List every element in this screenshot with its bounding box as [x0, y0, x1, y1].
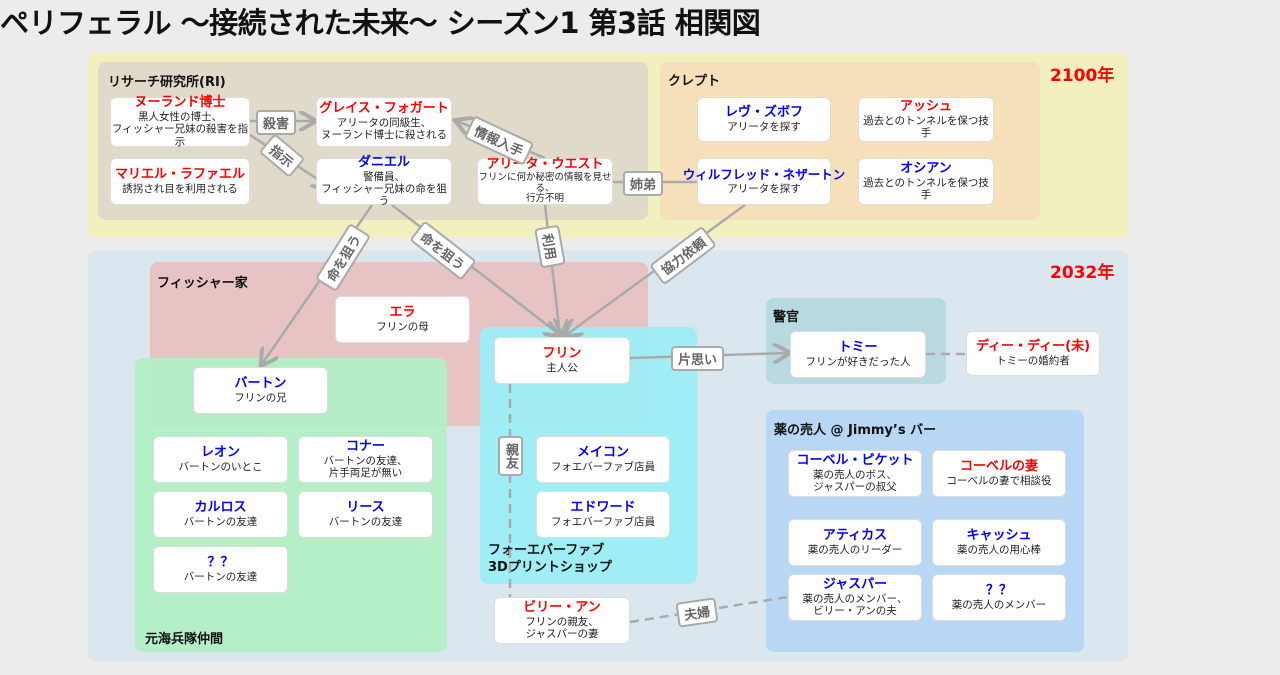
- person-daniel[interactable]: ダニエル警備員、 フィッシャー兄妹の命を狙う: [316, 154, 452, 207]
- person-name: レオン: [200, 445, 240, 460]
- person-name: エラ: [389, 305, 416, 320]
- person-name: ディー・ディー(未): [975, 339, 1091, 354]
- relation-label-crush: 片思い: [671, 346, 725, 371]
- person-name: バートン: [234, 376, 287, 391]
- person-desc: バートンのいとこ: [178, 460, 263, 473]
- person-desc: 主人公: [546, 361, 578, 374]
- person-burton[interactable]: バートンフリンの兄: [193, 367, 328, 414]
- person-grace[interactable]: グレイス・フォガートアリータの同級生、 ヌーランド博士に殺される: [316, 97, 452, 147]
- person-desc: 薬の売人のリーダー: [807, 543, 903, 556]
- person-desc: バートンの友達、 片手両足が無い: [323, 454, 408, 479]
- person-conner[interactable]: コナーバートンの友達、 片手両足が無い: [298, 436, 433, 483]
- person-name: メイコン: [576, 445, 629, 460]
- person-name: コナー: [345, 438, 385, 454]
- line-use: [543, 204, 560, 335]
- person-billy-ann[interactable]: ビリー・アンフリンの親友、 ジャスパーの妻: [494, 597, 630, 644]
- person-name: レヴ・ズボフ: [724, 105, 803, 120]
- person-name: キャッシュ: [966, 528, 1032, 543]
- person-name: トミー: [838, 340, 878, 355]
- person-name: カルロス: [194, 500, 247, 515]
- person-desc: 薬の売人のメンバー、 ビリー・アンの夫: [802, 592, 908, 617]
- person-macon[interactable]: メイコンフォエバーファブ店員: [536, 436, 670, 483]
- person-desc: 薬の売人のメンバー: [951, 598, 1047, 611]
- person-desc: 薬の売人の用心棒: [957, 543, 1041, 556]
- person-desc: 薬の売人のボス、 ジャスパーの叔父: [813, 468, 897, 493]
- person-name: ？？: [207, 555, 234, 570]
- group-label-klept: クレプト: [668, 74, 721, 89]
- person-ella[interactable]: エラフリンの母: [335, 296, 470, 343]
- person-desc: 誘拐され目を利用される: [122, 182, 238, 195]
- person-tommy[interactable]: トミーフリンが好きだった人: [790, 331, 926, 378]
- person-name: アリータ・ウエスト: [486, 156, 604, 172]
- person-desc: 過去とのトンネルを保つ技手: [863, 114, 989, 139]
- person-reece[interactable]: リースバートンの友達: [298, 491, 433, 538]
- person-desc: フリンの母: [376, 320, 429, 333]
- person-desc: フォエバーファブ店員: [550, 515, 656, 528]
- person-lev[interactable]: レヴ・ズボフアリータを探す: [697, 97, 831, 142]
- person-desc: アリータの同級生、 ヌーランド博士に殺される: [321, 117, 447, 142]
- person-desc: フォエバーファブ店員: [550, 460, 656, 473]
- person-desc: フリンの兄: [234, 391, 287, 404]
- person-desc: トミーの婚約者: [996, 354, 1070, 367]
- person-name: マリエル・ラファエル: [114, 167, 245, 182]
- person-corbell[interactable]: コーベル・ピケット薬の売人のボス、 ジャスパーの叔父: [788, 450, 922, 497]
- person-name: ？？: [985, 583, 1012, 598]
- person-name: コーベルの妻: [959, 459, 1038, 474]
- person-name: グレイス・フォガート: [319, 101, 449, 117]
- person-aelita[interactable]: アリータ・ウエストフリンに何か秘密の情報を見せる、 行方不明: [477, 156, 613, 205]
- person-name: フリン: [542, 346, 582, 361]
- person-cash[interactable]: キャッシュ薬の売人の用心棒: [932, 519, 1066, 566]
- person-flynne[interactable]: フリン主人公: [494, 337, 630, 384]
- year-2100: 2100年: [1050, 66, 1115, 86]
- person-desc: アリータを探す: [727, 120, 801, 133]
- group-label-ri: リサーチ研究所(RI): [108, 75, 226, 90]
- group-label-forever: フォーエバーファブ 3Dプリントショップ: [488, 543, 612, 575]
- person-desc: バートンの友達: [183, 515, 258, 528]
- person-desc: コーベルの妻で相談役: [946, 474, 1052, 487]
- relation-label-bestfriend: 親友: [498, 436, 523, 476]
- person-muriel[interactable]: マリエル・ラファエル誘拐され目を利用される: [110, 158, 250, 205]
- person-wilf[interactable]: ウィルフレッド・ネザートンアリータを探す: [683, 158, 845, 205]
- person-name: ウィルフレッド・ネザートン: [682, 167, 846, 183]
- group-label-marines: 元海兵隊仲間: [145, 632, 224, 647]
- person-name: リース: [346, 500, 385, 515]
- person-atticus[interactable]: アティカス薬の売人のリーダー: [788, 519, 922, 566]
- person-deedee[interactable]: ディー・ディー(未)トミーの婚約者: [966, 331, 1100, 376]
- person-name: ダニエル: [357, 154, 410, 170]
- person-desc: 警備員、 フィッシャー兄妹の命を狙う: [321, 170, 447, 207]
- person-name: ジャスパー: [822, 576, 888, 592]
- person-jasper[interactable]: ジャスパー薬の売人のメンバー、 ビリー・アンの夫: [788, 574, 922, 621]
- person-desc: 黒人女性の博士、 フィッシャー兄妹の殺害を指示: [111, 111, 249, 148]
- person-name: オシアン: [900, 160, 952, 176]
- person-edward[interactable]: エドワードフォエバーファブ店員: [536, 491, 670, 538]
- person-desc: バートンの友達: [183, 570, 258, 583]
- person-ash[interactable]: アッシュ過去とのトンネルを保つ技手: [858, 97, 994, 142]
- person-desc: フリンの親友、 ジャスパーの妻: [525, 615, 599, 640]
- person-ossian[interactable]: オシアン過去とのトンネルを保つ技手: [858, 158, 994, 205]
- person-name: エドワード: [570, 500, 636, 515]
- person-desc: フリンが好きだった人: [805, 355, 911, 368]
- person-unknown-friend[interactable]: ？？バートンの友達: [153, 546, 288, 593]
- person-corbell-wife[interactable]: コーベルの妻コーベルの妻で相談役: [932, 450, 1066, 497]
- person-desc: 過去とのトンネルを保つ技手: [863, 176, 989, 201]
- year-2032: 2032年: [1050, 263, 1115, 283]
- person-name: ビリー・アン: [523, 599, 601, 615]
- relation-label-kill: 殺害: [256, 110, 297, 135]
- person-unknown-member[interactable]: ？？薬の売人のメンバー: [932, 574, 1066, 621]
- person-desc: バートンの友達: [328, 515, 403, 528]
- person-carlos[interactable]: カルロスバートンの友達: [153, 491, 288, 538]
- person-desc: アリータを探す: [727, 182, 801, 195]
- person-leon[interactable]: レオンバートンのいとこ: [153, 436, 288, 483]
- person-name: コーベル・ピケット: [796, 452, 914, 468]
- group-label-fisher: フィッシャー家: [157, 276, 248, 291]
- group-label-police: 警官: [773, 310, 800, 325]
- person-name: ヌーランド博士: [134, 95, 226, 111]
- person-name: アッシュ: [899, 98, 952, 114]
- group-label-drug: 薬の売人 @ Jimmy’s バー: [774, 423, 937, 438]
- relation-label-siblings: 姉弟: [623, 171, 664, 196]
- person-desc: フリンに何か秘密の情報を見せる、 行方不明: [478, 171, 612, 205]
- person-nuland[interactable]: ヌーランド博士黒人女性の博士、 フィッシャー兄妹の殺害を指示: [110, 95, 250, 148]
- person-name: アティカス: [822, 528, 888, 543]
- page-title: ペリフェラル ～接続された未来～ シーズン1 第3話 相関図: [0, 6, 761, 40]
